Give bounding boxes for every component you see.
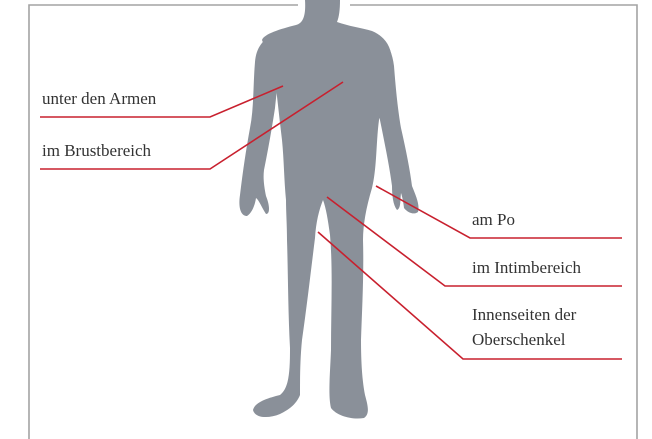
leader-inner-thighs <box>318 232 622 359</box>
body-silhouette <box>239 0 418 419</box>
label-under-arms: unter den Armen <box>42 87 156 110</box>
left-arm <box>239 34 282 216</box>
label-inner-thighs-line2: Oberschenkel <box>472 328 565 351</box>
label-intimate: im Intimbereich <box>472 256 581 279</box>
label-chest: im Brustbereich <box>42 139 151 162</box>
label-buttocks: am Po <box>472 208 515 231</box>
label-inner-thighs-line1: Innenseiten der <box>472 303 576 326</box>
right-arm <box>372 32 419 213</box>
